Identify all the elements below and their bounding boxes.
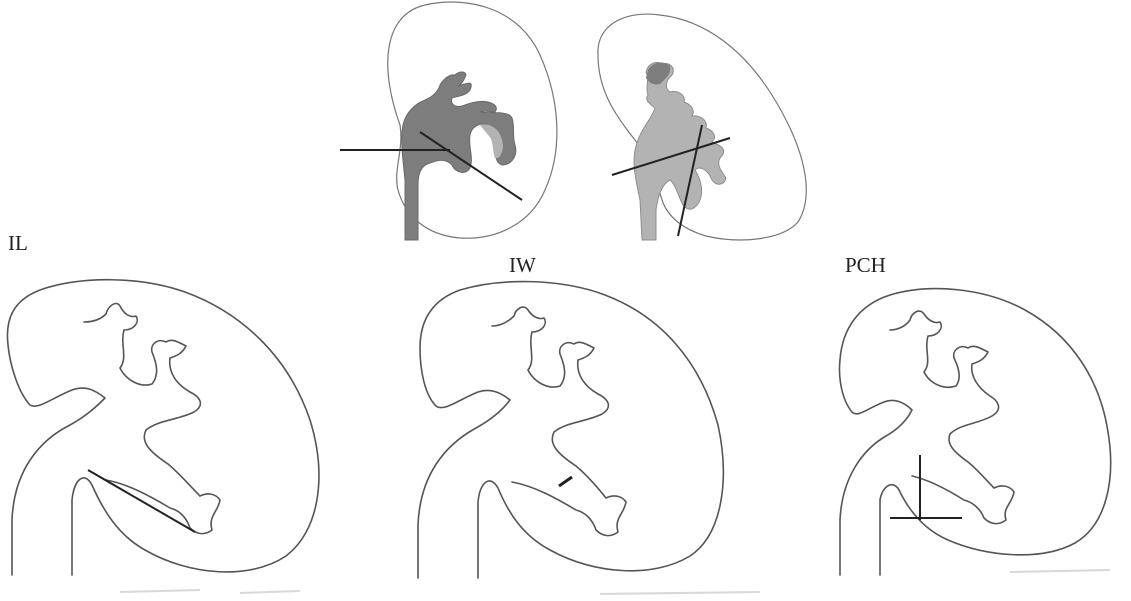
kidney-iw-outline: [418, 282, 723, 578]
kidney-iw-collecting-system: [492, 307, 626, 536]
kidney-pch: [840, 289, 1111, 575]
scan-artifacts: [120, 570, 1110, 594]
top-right-kidney-image: [598, 14, 806, 240]
kidney-iw-infundibular-width-line: [559, 477, 572, 486]
kidney-il-collecting-system: [84, 304, 220, 534]
label-il: IL: [8, 231, 28, 255]
kidney-pch-collecting-system: [890, 311, 1014, 524]
top-right-collecting-system: [634, 62, 726, 240]
kidney-il-infundibular-length-line: [88, 470, 195, 532]
label-pch: PCH: [845, 253, 886, 277]
kidney-pch-outline: [840, 289, 1111, 575]
label-iw: IW: [509, 253, 536, 277]
kidney-il: [7, 280, 318, 575]
kidney-iw: [418, 282, 723, 578]
top-left-kidney-image: [340, 2, 557, 240]
kidney-il-outline: [7, 280, 318, 575]
